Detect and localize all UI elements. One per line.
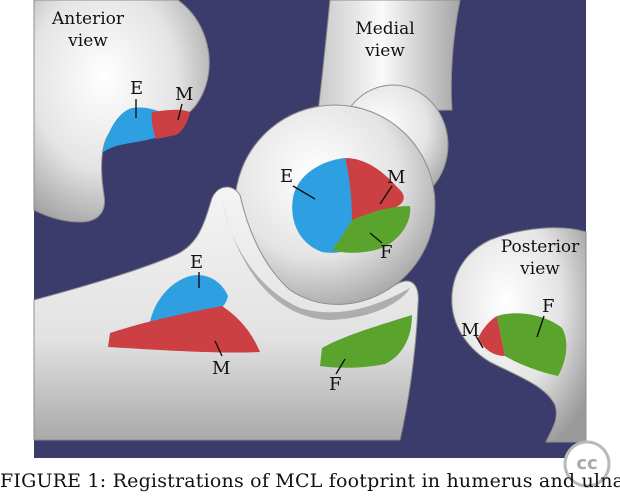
- caption-band: [0, 458, 620, 496]
- ulna-f-leader: [335, 358, 346, 375]
- cc-license-icon: cc: [576, 453, 598, 474]
- posterior-view-line1: Posterior: [500, 237, 580, 257]
- anterior-m-leader: [177, 103, 183, 121]
- figure-caption: FIGURE 1: Registrations of MCL footprint…: [0, 470, 620, 492]
- posterior-view-line2: view: [520, 259, 560, 279]
- medial-e-leader: [292, 185, 316, 200]
- ulna-e-label: E: [190, 252, 204, 273]
- ulna-m-region: [108, 306, 260, 353]
- posterior-view-label: Posterior view: [494, 236, 586, 280]
- posterior-f-leader: [536, 315, 545, 338]
- ulna-groove-shadow: [222, 200, 410, 320]
- medial-f-region: [332, 206, 411, 253]
- anterior-view-line1: Anterior: [51, 9, 125, 29]
- medial-view-line2: view: [365, 41, 405, 61]
- ulna-f-region: [320, 315, 412, 368]
- posterior-m-region: [478, 316, 505, 356]
- anterior-e-region: [102, 107, 166, 153]
- anterior-m-label: M: [175, 84, 194, 105]
- medial-view-line1: Medial: [355, 19, 415, 39]
- leader-lines: [135, 99, 545, 375]
- medial-m-leader: [379, 185, 393, 205]
- ulna-m-label: M: [212, 358, 231, 379]
- medial-f-label: F: [380, 242, 393, 263]
- medial-humerus-shaft: [317, 0, 461, 113]
- posterior-f-label: F: [542, 296, 555, 317]
- posterior-m-leader: [475, 335, 484, 349]
- anterior-view-line2: view: [68, 31, 108, 51]
- medial-e-label: E: [280, 166, 294, 187]
- cc-badge-circle: [563, 440, 611, 488]
- medial-f-leader: [369, 232, 383, 244]
- anterior-view-label: Anterior view: [40, 8, 136, 52]
- posterior-m-label: M: [461, 320, 480, 341]
- ulna-m-leader: [214, 340, 223, 357]
- posterior-f-region: [497, 313, 567, 376]
- medial-m-label: M: [387, 167, 406, 188]
- ulna-f-label: F: [329, 374, 342, 395]
- anterior-m-region: [151, 109, 190, 139]
- anterior-e-label: E: [130, 78, 144, 99]
- medial-view-label: Medial view: [340, 18, 430, 62]
- medial-e-region: [292, 158, 356, 253]
- medial-m-region: [345, 158, 404, 220]
